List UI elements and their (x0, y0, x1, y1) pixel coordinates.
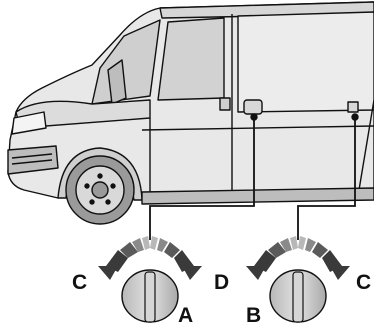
side-panel (238, 12, 374, 112)
right-dial-arrow-right (330, 266, 350, 280)
label-left-knob-c: C (72, 271, 87, 294)
left-lock-dial: C D A (72, 236, 229, 327)
right-knob-slot (293, 272, 303, 322)
rear-door-lock (348, 102, 358, 112)
left-dial-arrow-left (98, 266, 118, 280)
right-dial-arrow-left (246, 266, 266, 280)
front-door-handle (220, 98, 230, 110)
label-right-knob-b: B (246, 304, 261, 327)
right-lock-dial: B C (246, 236, 371, 327)
left-dial-arrow-right (182, 266, 202, 280)
left-knob-slot (145, 272, 155, 322)
label-left-knob-d: D (214, 271, 229, 294)
label-right-knob-c: C (356, 271, 371, 294)
sliding-door-lock (244, 100, 262, 114)
van-illustration (8, 2, 374, 224)
front-side-window (158, 18, 224, 100)
label-left-knob-a: A (178, 304, 193, 327)
